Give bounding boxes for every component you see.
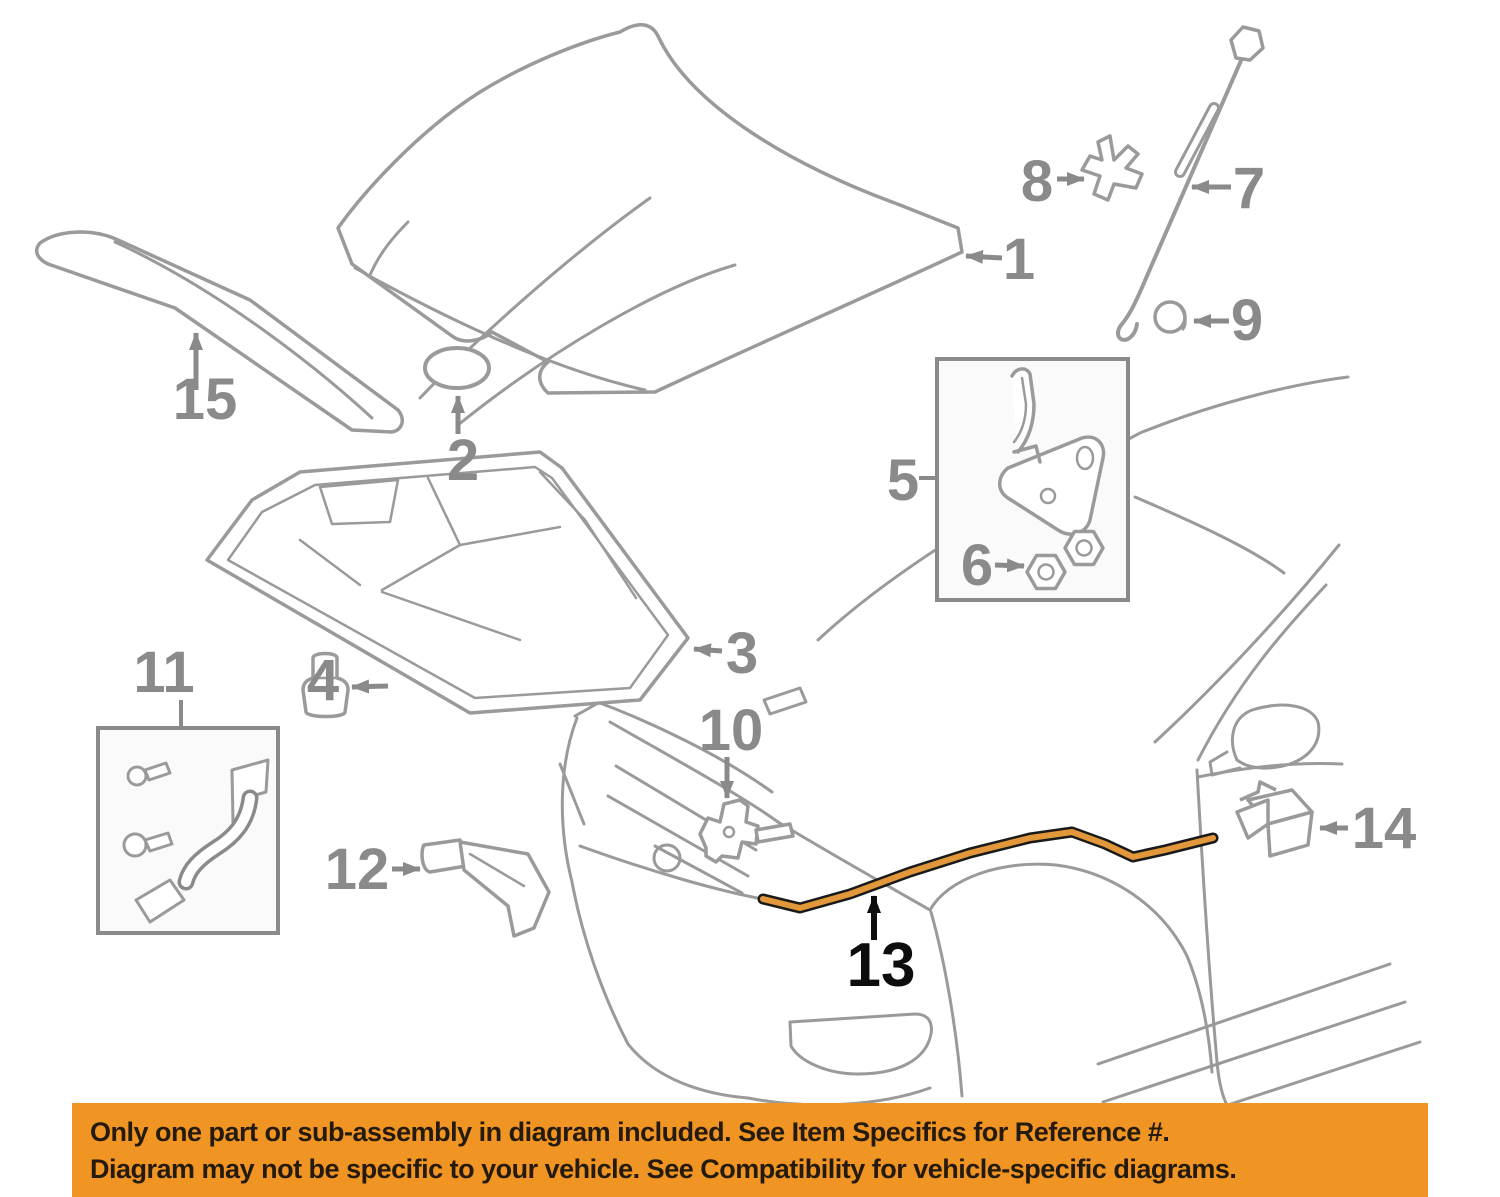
rod-grommet-part-9: [1153, 300, 1187, 334]
part-label-13-highlighted: 13: [846, 931, 916, 1000]
part-label-9: 9: [1230, 288, 1264, 353]
bracket-part-12: [420, 838, 551, 938]
hood-lock-assembly: [698, 798, 795, 864]
hood-seal-oval: [423, 346, 491, 390]
part-label-7: 7: [1232, 156, 1266, 221]
cable-clamp-part-14: [1235, 780, 1314, 858]
disclaimer-banner: Only one part or sub-assembly in diagram…: [72, 1103, 1428, 1197]
part-label-3: 3: [725, 621, 759, 686]
part-label-8: 8: [1020, 149, 1054, 214]
part-label-4: 4: [306, 648, 340, 713]
hood-insulator: [205, 450, 690, 715]
hood-hinge: [998, 367, 1106, 536]
part-label-10: 10: [698, 698, 764, 763]
disclaimer-line-2: Diagram may not be specific to your vehi…: [90, 1154, 1237, 1184]
clip-part-4: [301, 651, 350, 719]
part-label-14: 14: [1351, 796, 1417, 861]
hinge-nuts: [1025, 529, 1105, 591]
hood-release-cable-highlighted: [757, 826, 1219, 914]
part-label-12: 12: [324, 837, 390, 902]
hinge-detail-box: [935, 357, 1130, 602]
part-label-1: 1: [1002, 227, 1036, 292]
part-label-5: 5: [886, 448, 920, 513]
callout-arrows: [179, 172, 1348, 940]
hood-support-rod: [1116, 25, 1265, 342]
part-label-15: 15: [172, 367, 238, 432]
part-label-11: 11: [133, 640, 195, 705]
release-handle-parts: [122, 758, 270, 924]
disclaimer-line-1: Only one part or sub-assembly in diagram…: [90, 1117, 1170, 1147]
rod-clip-part-8: [1080, 134, 1144, 202]
release-handle-box: [96, 726, 280, 935]
hood-molding-strip: [34, 230, 404, 434]
part-label-6: 6: [960, 533, 994, 598]
part-label-2: 2: [446, 428, 480, 493]
